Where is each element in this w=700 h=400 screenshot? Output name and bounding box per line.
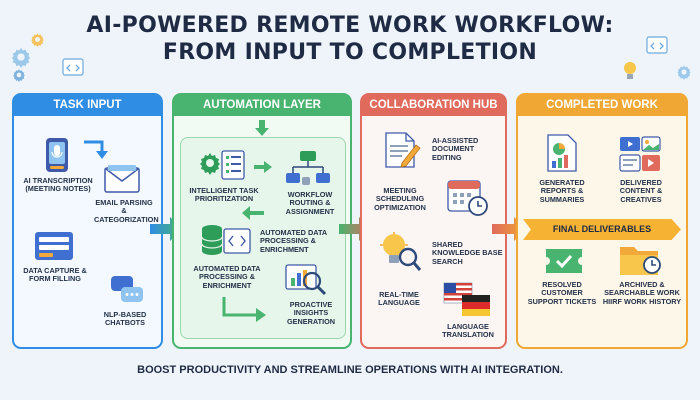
lightbulb-icon — [624, 62, 636, 79]
bent-arrow-icon — [222, 297, 266, 322]
label-insights: PROACTIVE INSIGHTS GENERATION — [286, 300, 336, 326]
database-code-icon — [201, 225, 251, 255]
magnifier-chart-icon — [285, 264, 327, 296]
panel-collaboration-hub: COLLABORATION HUB AI-ASSISTED DOCUMENT E… — [360, 93, 507, 349]
workflow-nodes-icon — [286, 151, 330, 185]
media-content-icon — [619, 136, 661, 172]
gear-icon — [31, 33, 44, 47]
label-email: EMAIL PARSING & CATEGORIZATION — [94, 198, 159, 224]
page-title: AI-POWERED REMOTE WORK WORKFLOW: FROM IN… — [0, 12, 700, 66]
label-data-capture: DATA CAPTURE & FORM FILLING — [23, 266, 87, 284]
lightbulb-magnifier-icon — [380, 232, 422, 271]
panel-task-input: TASK INPUT AI TRANSCRIPTION (MEETING NOT… — [12, 93, 163, 349]
flags-icon — [443, 282, 490, 316]
panel-automation-layer: AUTOMATION LAYER INTELLIGENT TASK PRIORI… — [172, 93, 352, 349]
gears-checklist-icon — [200, 150, 245, 180]
label-tickets: RESOLVED CUSTOMER SUPPORT TICKETS — [527, 280, 597, 306]
label-transcription: AI TRANSCRIPTION (MEETING NOTES) — [23, 176, 93, 194]
down-left-arrow-icon — [242, 206, 264, 220]
label-data-processing-left: AUTOMATED DATA PROCESSING & ENRICHMENT — [193, 264, 261, 290]
support-ticket-icon — [546, 249, 582, 273]
envelope-icon — [104, 165, 140, 193]
voice-recorder-icon — [46, 138, 68, 172]
label-editing: AI-ASSISTED DOCUMENT EDITING — [432, 136, 479, 162]
form-icon — [35, 232, 73, 260]
label-realtime: REAL-TIME LANGUAGE — [378, 290, 420, 308]
label-prioritization: INTELLIGENT TASK PRIORITIZATION — [189, 186, 259, 204]
label-translation: LANGUAGE TRANSLATION — [442, 322, 494, 340]
report-chart-icon — [547, 134, 577, 172]
code-window-icon — [62, 58, 84, 76]
footer-tagline: BOOST PRODUCTIVITY AND STREAMLINE OPERAT… — [137, 364, 563, 376]
label-scheduling: MEETING SCHEDULING OPTIMIZATION — [374, 186, 426, 212]
right-arrow-icon — [254, 161, 272, 173]
bent-arrow-icon — [84, 140, 108, 159]
panel-heading: COMPLETED WORK — [518, 95, 686, 116]
code-window-icon — [646, 36, 668, 54]
panel-heading: AUTOMATION LAYER — [174, 95, 350, 116]
label-data-processing-right: AUTOMATED DATA PROCESSING & ENRICHMENT — [260, 228, 327, 254]
label-knowledge: SHARED KNOWLEDGE BASE SEARCH — [432, 240, 503, 266]
label-chatbots: NLP-BASED CHATBOTS — [103, 310, 147, 328]
label-routing: WORKFLOW ROUTING & ASSIGNMENT — [285, 190, 335, 216]
label-content: DELIVERED CONTENT & CREATIVES — [619, 178, 663, 204]
archive-folder-icon — [620, 247, 661, 275]
document-pencil-icon — [385, 132, 421, 168]
panel-heading: TASK INPUT — [14, 95, 161, 116]
label-reports: GENERATED REPORTS & SUMMARIES — [539, 178, 585, 204]
final-deliverables-ribbon: FINAL DELIVERABLES — [523, 219, 681, 240]
label-archive: ARCHIVED & SEARCHABLE WORK HIIRF WORK HI… — [602, 280, 682, 306]
panel-heading: COLLABORATION HUB — [362, 95, 505, 116]
title-line-2: FROM INPUT TO COMPLETION — [162, 40, 538, 65]
down-arrow-icon — [255, 120, 269, 136]
gear-icon — [11, 47, 31, 68]
chat-bubbles-icon — [111, 276, 143, 302]
calendar-clock-icon — [447, 180, 488, 216]
title-line-1: AI-POWERED REMOTE WORK WORKFLOW: — [86, 13, 614, 38]
gear-icon — [13, 69, 25, 82]
gear-icon — [677, 65, 691, 80]
